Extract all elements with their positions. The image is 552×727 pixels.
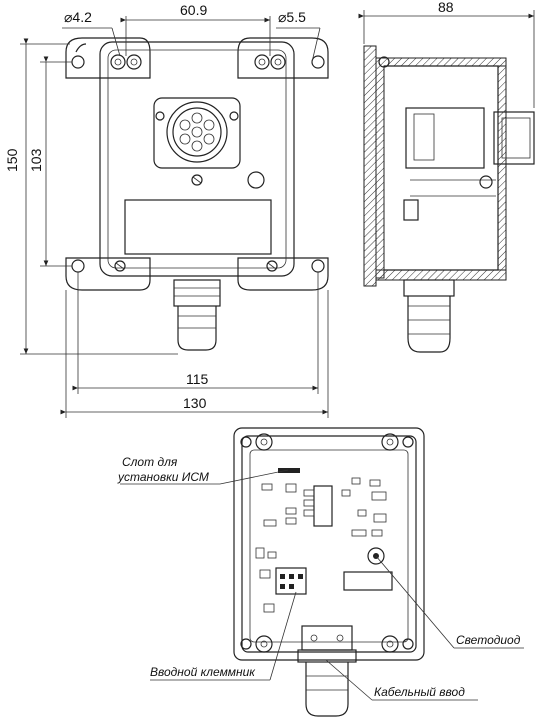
callout-cable: Кабельный ввод [374, 685, 465, 699]
dim-hole-small: ⌀4.2 [64, 9, 92, 25]
front-view: ⌀4.2 60.9 ⌀5.5 150 103 115 130 [4, 2, 329, 418]
callout-slot-line2: установки ИСМ [117, 470, 209, 484]
dim-width-inner: 115 [186, 371, 209, 387]
dim-hole-large: ⌀5.5 [278, 9, 306, 25]
callout-terminal: Вводной клеммник [150, 665, 256, 679]
board-view: Слот для установки ИСМ Светодиод Вводной… [117, 427, 524, 717]
callout-led: Светодиод [456, 633, 521, 647]
dim-depth: 88 [438, 0, 454, 15]
side-view: 88 [358, 0, 535, 353]
dim-height-total: 150 [4, 148, 20, 172]
callout-slot-line1: Слот для [122, 455, 178, 469]
dim-height-inner: 103 [28, 148, 44, 172]
dim-width-total: 130 [183, 395, 207, 411]
dim-top-spacing: 60.9 [180, 2, 207, 18]
